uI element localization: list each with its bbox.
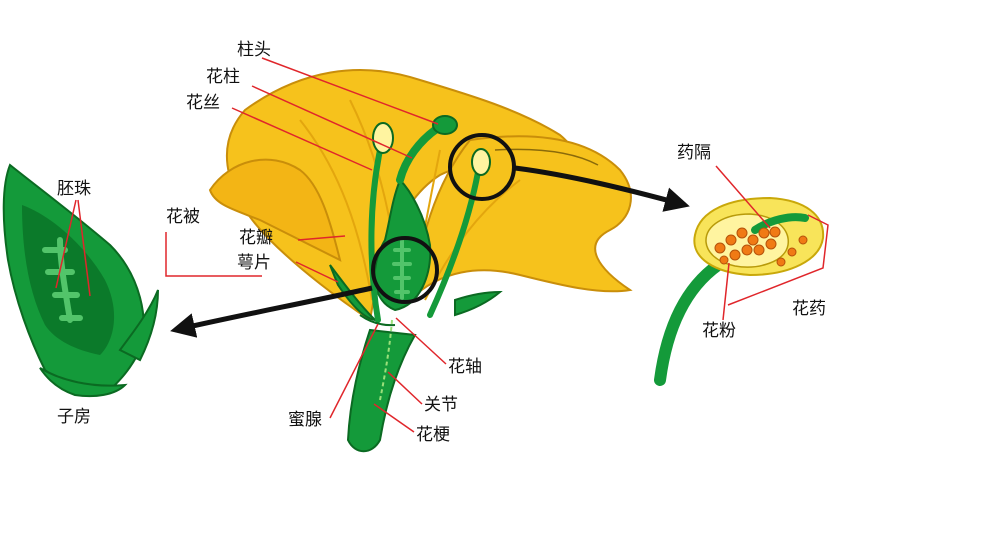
label-sepal: 萼片 <box>237 253 271 273</box>
leader-lines <box>55 57 829 433</box>
nectary <box>359 314 396 327</box>
pollen-grain <box>741 244 753 256</box>
pollen-grain <box>729 249 741 261</box>
pollen-grains <box>714 226 808 267</box>
pistil-stigma <box>432 115 458 135</box>
receptacle-axis-line <box>379 319 393 401</box>
leader-pollen <box>722 262 730 321</box>
leader-style <box>251 85 413 159</box>
leader-ovule-1 <box>55 199 77 289</box>
label-pollen: 花粉 <box>702 321 736 341</box>
filament-right <box>427 169 481 318</box>
leader-ovule-2 <box>77 199 91 297</box>
anther-left <box>372 122 394 154</box>
label-nectary: 蜜腺 <box>288 410 322 430</box>
zoom-circle-ovary <box>371 236 439 304</box>
leader-receptacle-axis <box>395 317 447 365</box>
leader-stigma <box>261 57 439 125</box>
label-anther: 花药 <box>792 299 826 319</box>
leader-pedicel <box>373 403 415 433</box>
petal-stripe <box>494 148 599 166</box>
sepal-right <box>454 290 503 317</box>
pollen-grain <box>776 257 786 267</box>
anther-detail <box>654 196 825 386</box>
bracket-anther <box>727 214 829 306</box>
label-ovary: 子房 <box>57 407 91 427</box>
label-connective: 药隔 <box>677 143 711 163</box>
leader-petal <box>297 235 346 241</box>
leader-sepal <box>295 261 339 283</box>
pollen-grain <box>753 244 765 256</box>
leader-filament <box>231 107 373 171</box>
pollen-grain <box>747 234 759 246</box>
label-stigma: 柱头 <box>237 40 271 60</box>
zoom-circle-anther <box>448 133 516 201</box>
pollen-grain <box>719 255 729 265</box>
pistil-ovules <box>392 238 412 300</box>
label-receptacle-axis: 花轴 <box>448 357 482 377</box>
anther-right <box>471 148 491 176</box>
pollen-grain <box>725 234 737 246</box>
label-perianth: 花被 <box>166 207 200 227</box>
label-petal: 花瓣 <box>239 228 273 248</box>
filament-left <box>368 147 383 323</box>
pollen-grain <box>787 247 797 257</box>
pollen-grain <box>765 238 777 250</box>
pollen-grain <box>758 227 770 239</box>
petal-left-fold <box>208 158 342 262</box>
label-style: 花柱 <box>206 67 240 87</box>
leader-node <box>387 371 423 405</box>
label-pedicel: 花梗 <box>416 425 450 445</box>
pollen-grain <box>714 242 726 254</box>
pollen-grain <box>798 235 808 245</box>
ovary-inner <box>22 205 115 355</box>
flower-main <box>208 69 633 453</box>
ovary-sepal-right <box>118 289 159 362</box>
label-filament: 花丝 <box>186 93 220 113</box>
ovary-detail <box>2 163 159 398</box>
pollen-grain <box>769 226 781 238</box>
leader-connective <box>715 165 771 229</box>
petal-shade-lines <box>299 99 521 301</box>
ovary-base <box>39 367 128 398</box>
leader-nectary <box>329 323 379 419</box>
anther-connective <box>751 213 809 234</box>
anther-filament <box>654 259 724 386</box>
label-node: 关节 <box>424 395 458 415</box>
arrow-to-anther <box>514 165 690 212</box>
bracket-perianth <box>165 232 262 277</box>
labels: 柱头 花柱 花丝 花被 花瓣 萼片 胚珠 子房 花轴 关节 蜜腺 花梗 药隔 花… <box>57 40 826 445</box>
label-ovule: 胚珠 <box>57 179 91 199</box>
pollen-grain <box>736 227 748 239</box>
pistil-style <box>396 124 442 184</box>
arrow-to-ovary <box>170 285 373 338</box>
